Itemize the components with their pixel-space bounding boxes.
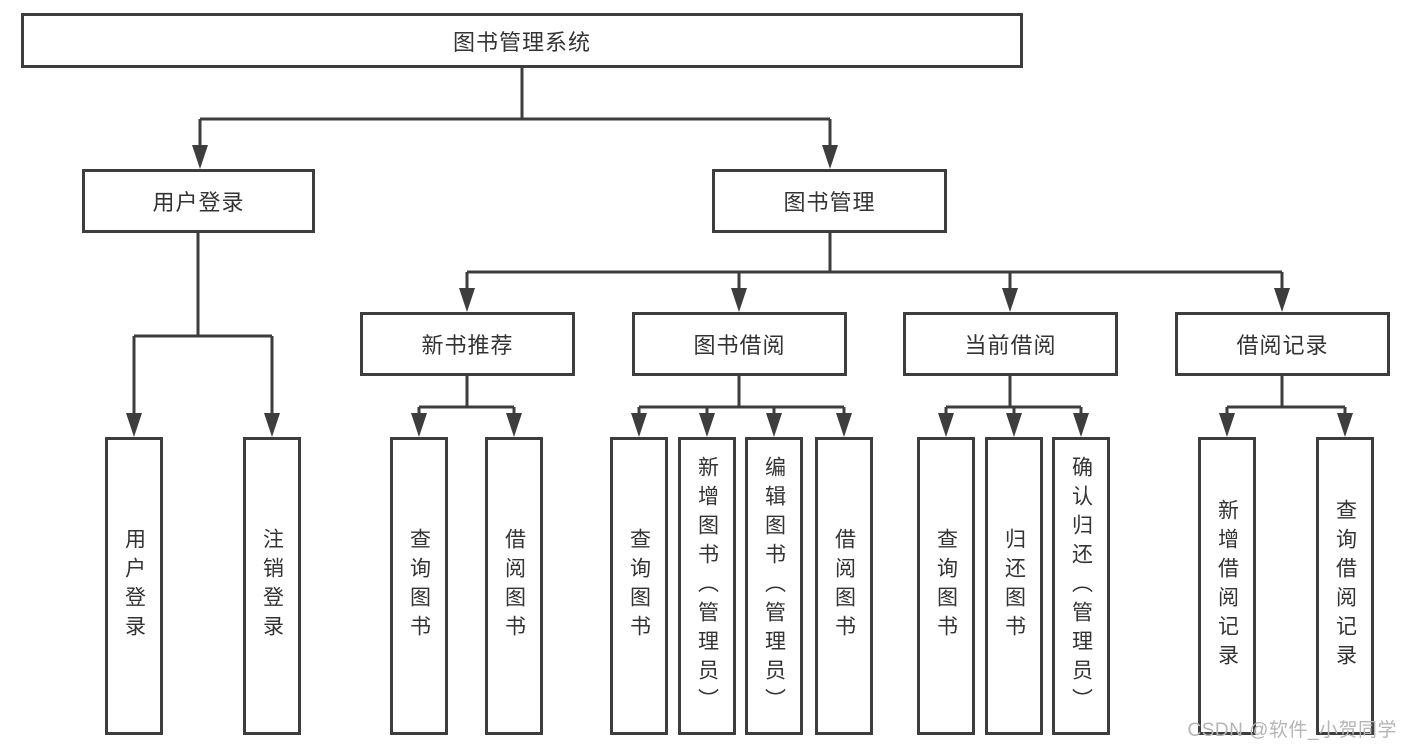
node-current-borrow: 当前借阅	[903, 312, 1118, 376]
leaf-logout: 注销登录	[243, 437, 301, 735]
leaf-user-login: 用户登录	[105, 437, 163, 735]
node-user-login: 用户登录	[82, 169, 315, 233]
leaf-borrow-books-recommend: 借阅图书	[485, 437, 543, 735]
node-borrow-records: 借阅记录	[1175, 312, 1390, 376]
leaf-return-books: 归还图书	[985, 437, 1043, 735]
leaf-borrow-books: 借阅图书	[815, 437, 873, 735]
leaf-query-borrow-record: 查询借阅记录	[1316, 437, 1374, 735]
leaf-query-books-recommend: 查询图书	[390, 437, 448, 735]
leaf-query-books-borrow: 查询图书	[610, 437, 668, 735]
node-book-borrow: 图书借阅	[632, 312, 847, 376]
node-root-library-system: 图书管理系统	[21, 13, 1023, 68]
leaf-confirm-return-admin: 确认归还（管理员）	[1052, 437, 1110, 735]
leaf-add-borrow-record: 新增借阅记录	[1198, 437, 1256, 735]
node-new-book-recommend: 新书推荐	[360, 312, 575, 376]
node-book-management: 图书管理	[712, 169, 947, 233]
csdn-watermark: CSDN @软件_小贺同学	[1187, 720, 1397, 741]
leaf-add-books-admin: 新增图书（管理员）	[678, 437, 736, 735]
leaf-query-books-current: 查询图书	[917, 437, 975, 735]
leaf-edit-books-admin: 编辑图书（管理员）	[745, 437, 803, 735]
